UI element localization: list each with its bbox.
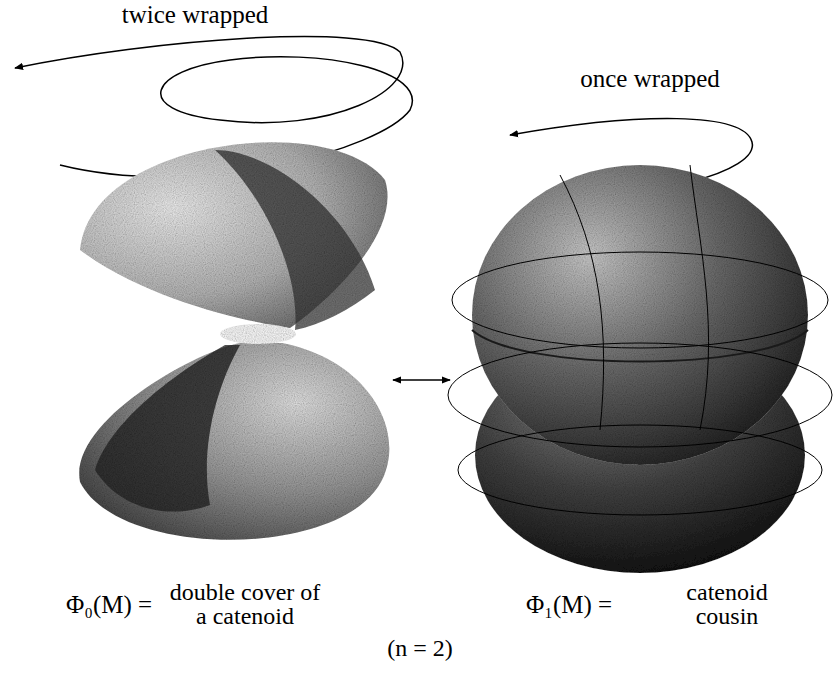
curve-label: once wrapped — [530, 66, 770, 91]
correspondence-arrow — [393, 379, 450, 381]
surface-name: double cover of a catenoid — [165, 580, 325, 628]
double-catenoid — [79, 142, 389, 540]
catenoid-cousin — [448, 165, 832, 573]
surface-name: catenoid cousin — [671, 580, 783, 628]
parameter-note: (n = 2) — [360, 636, 480, 660]
map-name: Φ₁(M) = — [526, 592, 686, 617]
curve-label: twice wrapped — [65, 2, 325, 27]
